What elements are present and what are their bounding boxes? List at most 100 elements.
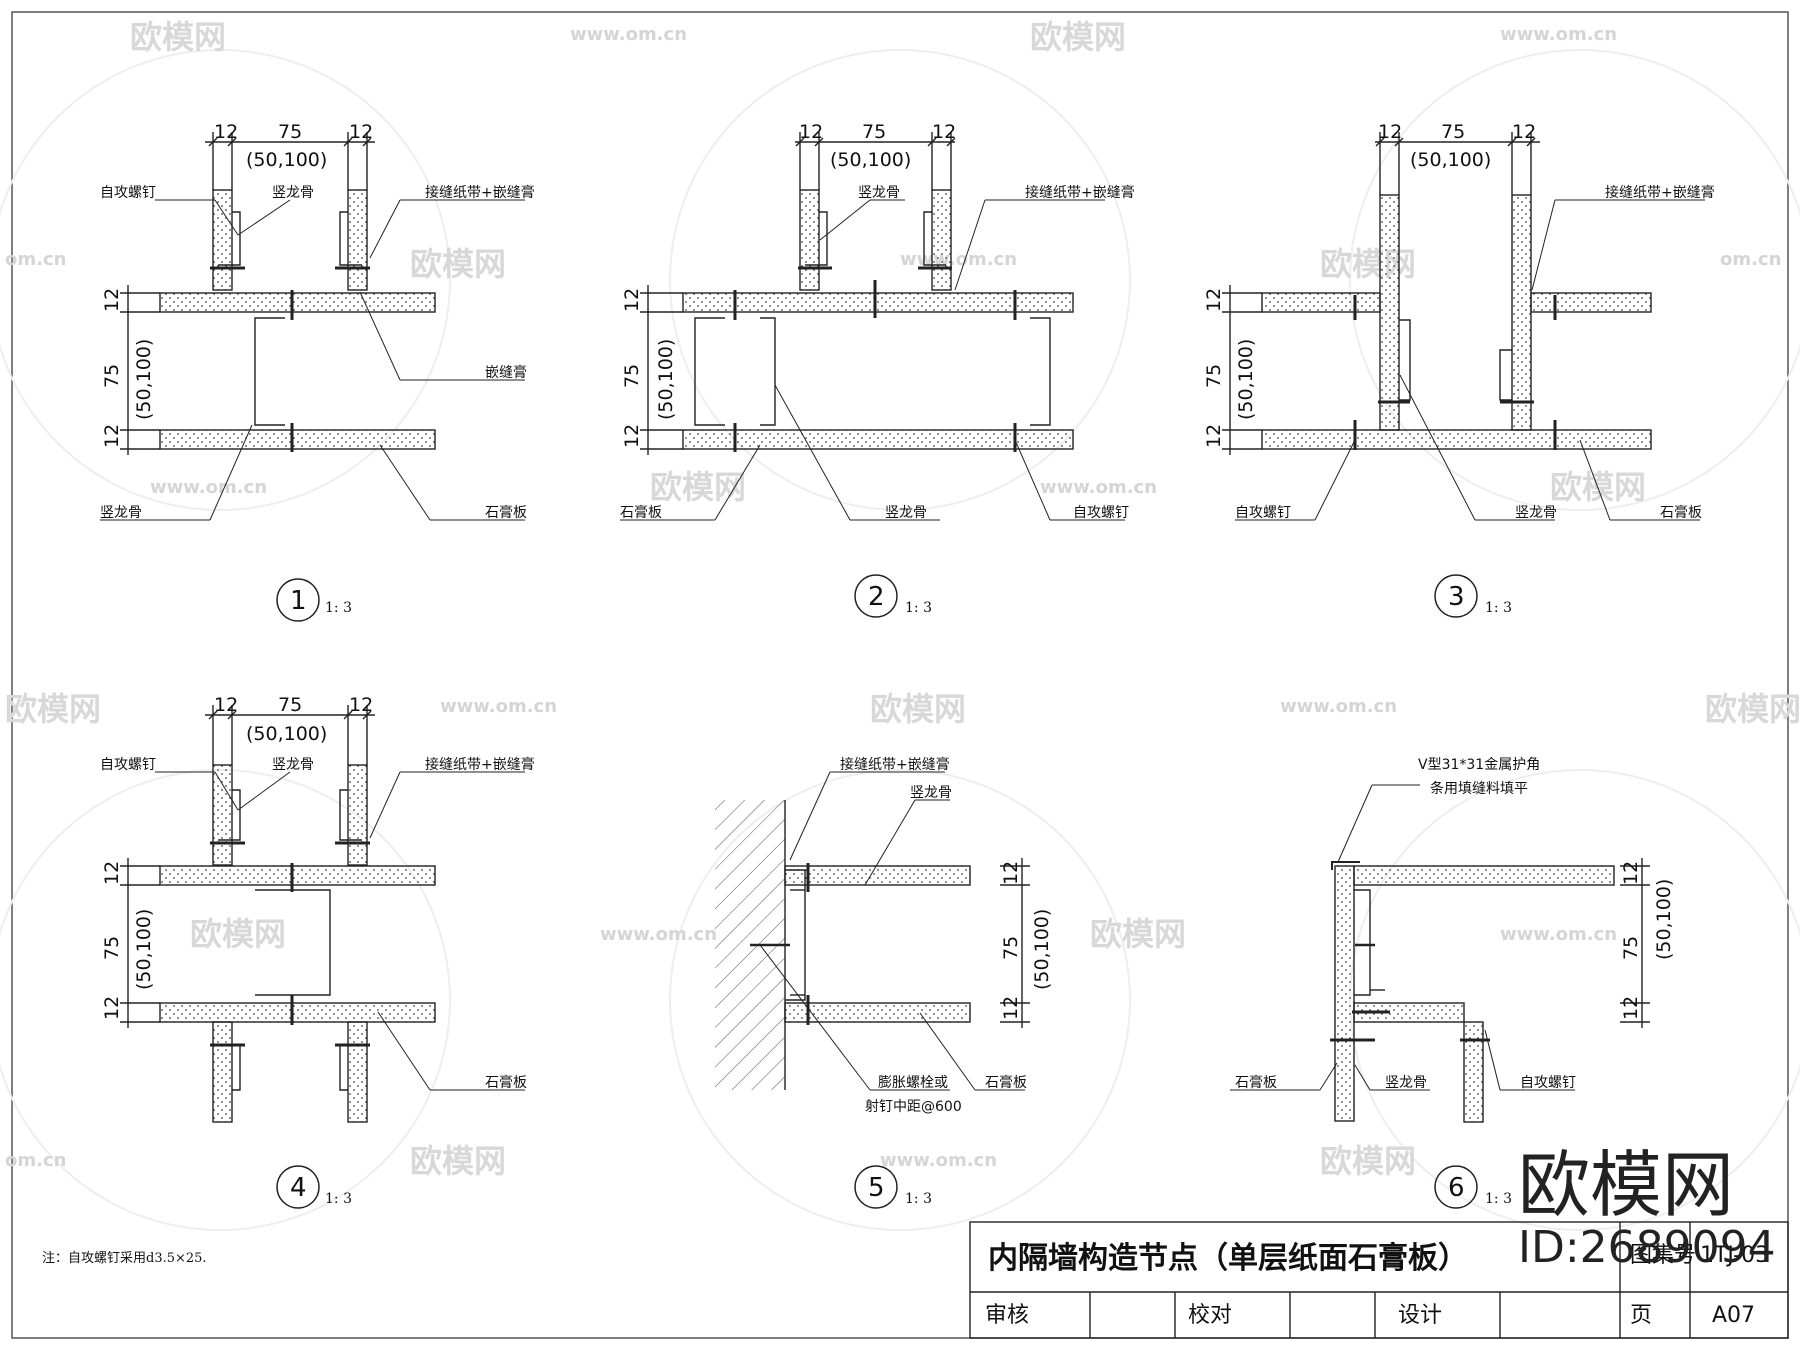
- label-stud: 竖龙骨: [1515, 505, 1557, 521]
- dim-75: 75: [101, 936, 123, 960]
- note: 注：自攻螺钉采用d3.5×25.: [42, 1251, 207, 1266]
- detail-number: 2: [868, 582, 885, 612]
- dim-50-100: (50,100): [1235, 339, 1257, 420]
- dim-50-100: (50,100): [133, 339, 155, 420]
- watermark-site: www.om.cn: [150, 477, 267, 498]
- label-stud: 竖龙骨: [272, 757, 314, 773]
- detail-scale: 1: 3: [905, 1191, 932, 1207]
- dim-50-100: (50,100): [246, 149, 327, 171]
- dim-12: 12: [101, 288, 123, 312]
- detail-number: 5: [868, 1173, 885, 1203]
- label-gypsum-board: 石膏板: [1660, 504, 1702, 521]
- label-stud: 竖龙骨: [910, 785, 952, 801]
- brand-overlay: 欧模网 ID:2689094: [1518, 1143, 1776, 1273]
- dim-12: 12: [1203, 288, 1225, 312]
- label-stud: 竖龙骨: [272, 185, 314, 201]
- label-joint-compound: 嵌缝膏: [485, 364, 527, 381]
- label-tape-joint: 接缝纸带+嵌缝膏: [425, 184, 535, 201]
- watermark-brand: 欧模网: [870, 690, 966, 728]
- dim-75: 75: [278, 121, 302, 143]
- watermark-texts: 欧模网 www.om.cn 欧模网 www.om.cn om.cn 欧模网 ww…: [5, 18, 1800, 1180]
- title-block: [969, 1221, 1789, 1339]
- dim-12: 12: [101, 424, 123, 448]
- dim-50-100: (50,100): [1653, 879, 1675, 960]
- label-gypsum-board: 石膏板: [485, 1074, 527, 1091]
- label-metal-corner-guard: V型31*31金属护角: [1418, 757, 1540, 773]
- detail-3-texts: 12 75 (50,100) 12 12 75 (50,100) 12 接缝纸带…: [1203, 121, 1715, 616]
- dim-75: 75: [1203, 364, 1225, 388]
- watermark-brand: 欧模网: [410, 1142, 506, 1180]
- dim-12: 12: [214, 694, 238, 716]
- label-screw: 自攻螺钉: [1073, 505, 1129, 521]
- detail-number: 6: [1448, 1173, 1465, 1203]
- dim-12: 12: [349, 121, 373, 143]
- dim-12: 12: [1000, 861, 1022, 885]
- dim-50-100: (50,100): [1410, 149, 1491, 171]
- detail-1: [100, 132, 525, 622]
- dim-50-100: (50,100): [246, 723, 327, 745]
- label-screw: 自攻螺钉: [1520, 1075, 1576, 1091]
- overlay-brand: 欧模网: [1518, 1143, 1734, 1227]
- dim-50-100: (50,100): [655, 339, 677, 420]
- watermark-site: www.om.cn: [570, 24, 687, 45]
- label-tape-joint: 接缝纸带+嵌缝膏: [425, 756, 535, 773]
- detail-number: 1: [290, 586, 307, 616]
- label-screw: 自攻螺钉: [100, 185, 156, 201]
- label-anchor-spacing: 射钉中距@600: [865, 1099, 962, 1115]
- watermark-brand: 欧模网: [1090, 915, 1186, 953]
- atlas-number: 1TJ-03: [1700, 1243, 1769, 1268]
- watermark-brand: 欧模网: [1320, 1142, 1416, 1180]
- title-block-texts: 内隔墙构造节点（单层纸面石膏板） 图集号 1TJ-03 审核 校对 设计 页 A…: [985, 1241, 1769, 1328]
- dim-50-100: (50,100): [830, 149, 911, 171]
- watermark-site-short: om.cn: [5, 1150, 66, 1171]
- label-tape-joint: 接缝纸带+嵌缝膏: [1025, 184, 1135, 201]
- dim-12: 12: [1378, 121, 1402, 143]
- dim-12: 12: [214, 121, 238, 143]
- dim-12: 12: [101, 861, 123, 885]
- watermark-site: www.om.cn: [1040, 477, 1157, 498]
- label-gypsum-board: 石膏板: [620, 504, 662, 521]
- watermark-site-short: om.cn: [1720, 249, 1781, 270]
- label-tape-joint: 接缝纸带+嵌缝膏: [1605, 184, 1715, 201]
- detail-scale: 1: 3: [325, 600, 352, 616]
- dim-12: 12: [101, 996, 123, 1020]
- watermark-site: www.om.cn: [440, 696, 557, 717]
- detail-2-texts: 12 75 (50,100) 12 12 75 (50,100) 12 竖龙骨 …: [620, 121, 1135, 616]
- watermark-brand: 欧模网: [410, 245, 506, 283]
- watermark-brand: 欧模网: [130, 18, 226, 56]
- dim-12: 12: [621, 424, 643, 448]
- watermark-brand: 欧模网: [190, 915, 286, 953]
- detail-5: [715, 771, 1030, 1209]
- design-label: 设计: [1398, 1303, 1442, 1328]
- dim-12: 12: [1512, 121, 1536, 143]
- label-screw: 自攻螺钉: [100, 757, 156, 773]
- watermark-brand: 欧模网: [1705, 690, 1800, 728]
- overlay-id: ID:2689094: [1518, 1222, 1776, 1273]
- dim-75: 75: [1620, 936, 1642, 960]
- detail-6: [1230, 784, 1650, 1209]
- detail-2: [620, 132, 1125, 618]
- dim-12: 12: [1203, 424, 1225, 448]
- watermark-site-short: om.cn: [5, 249, 66, 270]
- label-anchor-bolt: 膨胀螺栓或: [878, 1074, 948, 1091]
- label-stud: 竖龙骨: [1385, 1075, 1427, 1091]
- detail-scale: 1: 3: [905, 600, 932, 616]
- dim-75: 75: [862, 121, 886, 143]
- watermark-brand: 欧模网: [1030, 18, 1126, 56]
- dim-75: 75: [278, 694, 302, 716]
- dim-75: 75: [621, 364, 643, 388]
- dim-75: 75: [101, 364, 123, 388]
- watermark-site: www.om.cn: [880, 1150, 997, 1171]
- check-label: 校对: [1188, 1303, 1232, 1328]
- label-gypsum-board: 石膏板: [985, 1074, 1027, 1091]
- dim-50-100: (50,100): [133, 909, 155, 990]
- atlas-label: 图集号: [1630, 1243, 1696, 1268]
- detail-6-texts: 12 75 (50,100) 12 V型31*31金属护角 条用填缝料填平 石膏…: [1235, 757, 1675, 1207]
- watermark-brand: 欧模网: [1320, 245, 1416, 283]
- detail-1-texts: 12 75 (50,100) 12 12 75 (50,100) 12 自攻螺钉…: [100, 121, 535, 616]
- detail-4: [120, 705, 525, 1209]
- watermark-site: www.om.cn: [1280, 696, 1397, 717]
- dim-12: 12: [349, 694, 373, 716]
- watermark-site: www.om.cn: [1500, 24, 1617, 45]
